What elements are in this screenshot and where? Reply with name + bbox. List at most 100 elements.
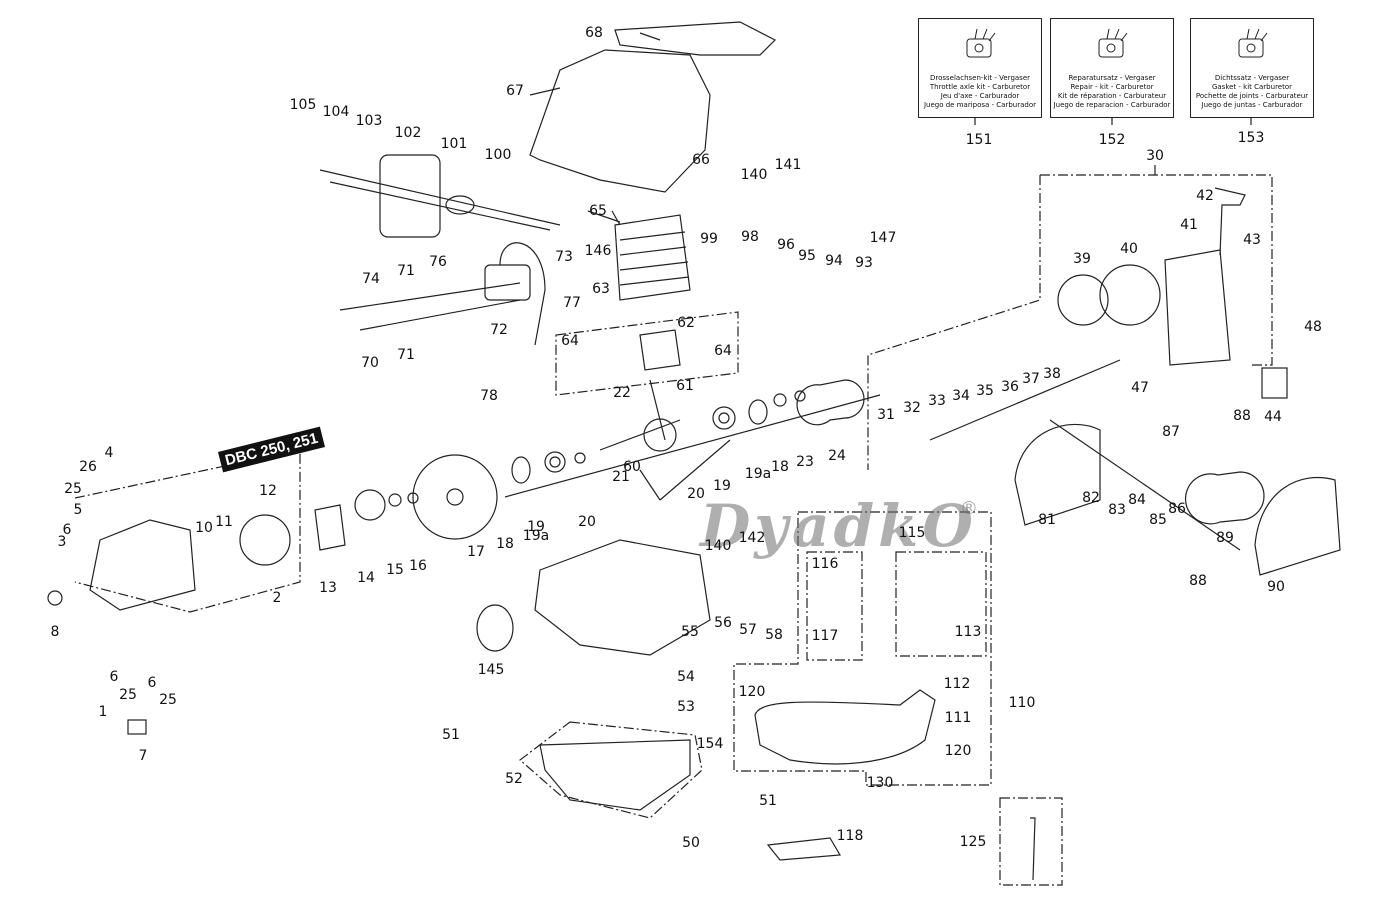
part-number-label[interactable]: 15 bbox=[386, 562, 404, 578]
part-number-label[interactable]: 43 bbox=[1243, 232, 1261, 248]
part-number-label[interactable]: 72 bbox=[490, 322, 508, 338]
part-number-label[interactable]: 103 bbox=[355, 113, 383, 129]
part-number-label[interactable]: 18 bbox=[771, 459, 789, 475]
part-number-label[interactable]: 73 bbox=[555, 249, 573, 265]
part-number-label[interactable]: 84 bbox=[1128, 492, 1146, 508]
part-number-label[interactable]: 85 bbox=[1149, 512, 1167, 528]
part-number-label[interactable]: 41 bbox=[1180, 217, 1198, 233]
part-number-label[interactable]: 83 bbox=[1108, 502, 1126, 518]
part-number-label[interactable]: 35 bbox=[976, 383, 994, 399]
part-number-label[interactable]: 117 bbox=[811, 628, 839, 644]
part-number-label[interactable]: 36 bbox=[1001, 379, 1019, 395]
part-number-label[interactable]: 20 bbox=[687, 486, 705, 502]
part-number-label[interactable]: 2 bbox=[272, 590, 282, 606]
part-number-label[interactable]: 14 bbox=[357, 570, 375, 586]
part-number-label[interactable]: 102 bbox=[394, 125, 422, 141]
part-number-label[interactable]: 66 bbox=[692, 152, 710, 168]
part-number-label[interactable]: 58 bbox=[765, 627, 783, 643]
part-number-label[interactable]: 13 bbox=[319, 580, 337, 596]
part-number-label[interactable]: 105 bbox=[289, 97, 317, 113]
kit-card-151[interactable]: Drosselachsen-kit - Vergaser Throttle ax… bbox=[918, 18, 1042, 118]
part-number-label[interactable]: 152 bbox=[1098, 132, 1126, 148]
part-number-label[interactable]: 98 bbox=[741, 229, 759, 245]
part-number-label[interactable]: 61 bbox=[676, 378, 694, 394]
part-number-label[interactable]: 96 bbox=[777, 237, 795, 253]
part-number-label[interactable]: 146 bbox=[584, 243, 612, 259]
part-number-label[interactable]: 17 bbox=[467, 544, 485, 560]
part-number-label[interactable]: 20 bbox=[578, 514, 596, 530]
part-number-label[interactable]: 54 bbox=[677, 669, 695, 685]
part-number-label[interactable]: 77 bbox=[563, 295, 581, 311]
part-number-label[interactable]: 11 bbox=[215, 514, 233, 530]
part-number-label[interactable]: 25 bbox=[119, 687, 137, 703]
part-number-label[interactable]: 94 bbox=[825, 253, 843, 269]
part-number-label[interactable]: 67 bbox=[506, 83, 524, 99]
part-number-label[interactable]: 142 bbox=[738, 530, 766, 546]
part-number-label[interactable]: 68 bbox=[585, 25, 603, 41]
part-number-label[interactable]: 100 bbox=[484, 147, 512, 163]
part-number-label[interactable]: 39 bbox=[1073, 251, 1091, 267]
part-number-label[interactable]: 37 bbox=[1022, 371, 1040, 387]
part-number-label[interactable]: 65 bbox=[589, 203, 607, 219]
part-number-label[interactable]: 19 bbox=[713, 478, 731, 494]
part-number-label[interactable]: 93 bbox=[855, 255, 873, 271]
part-number-label[interactable]: 6 bbox=[62, 522, 72, 538]
part-number-label[interactable]: 120 bbox=[944, 743, 972, 759]
part-number-label[interactable]: 56 bbox=[714, 615, 732, 631]
part-number-label[interactable]: 82 bbox=[1082, 490, 1100, 506]
part-number-label[interactable]: 52 bbox=[505, 771, 523, 787]
part-number-label[interactable]: 99 bbox=[700, 231, 718, 247]
part-number-label[interactable]: 76 bbox=[429, 254, 447, 270]
part-number-label[interactable]: 24 bbox=[828, 448, 846, 464]
part-number-label[interactable]: 70 bbox=[361, 355, 379, 371]
part-number-label[interactable]: 19a bbox=[522, 528, 550, 544]
part-number-label[interactable]: 6 bbox=[147, 675, 157, 691]
part-number-label[interactable]: 51 bbox=[442, 727, 460, 743]
part-number-label[interactable]: 8 bbox=[50, 624, 60, 640]
part-number-label[interactable]: 48 bbox=[1304, 319, 1322, 335]
kit-card-153[interactable]: Dichtssatz - Vergaser Gasket - kit Carbu… bbox=[1190, 18, 1314, 118]
part-number-label[interactable]: 113 bbox=[954, 624, 982, 640]
part-number-label[interactable]: 81 bbox=[1038, 512, 1056, 528]
part-number-label[interactable]: 125 bbox=[959, 834, 987, 850]
part-number-label[interactable]: 62 bbox=[677, 315, 695, 331]
part-number-label[interactable]: 88 bbox=[1233, 408, 1251, 424]
part-number-label[interactable]: 89 bbox=[1216, 530, 1234, 546]
part-number-label[interactable]: 90 bbox=[1267, 579, 1285, 595]
part-number-label[interactable]: 101 bbox=[440, 136, 468, 152]
part-number-label[interactable]: 64 bbox=[714, 343, 732, 359]
part-number-label[interactable]: 5 bbox=[73, 502, 83, 518]
part-number-label[interactable]: 33 bbox=[928, 393, 946, 409]
part-number-label[interactable]: 38 bbox=[1043, 366, 1061, 382]
part-number-label[interactable]: 30 bbox=[1146, 148, 1164, 164]
part-number-label[interactable]: 50 bbox=[682, 835, 700, 851]
part-number-label[interactable]: 26 bbox=[79, 459, 97, 475]
part-number-label[interactable]: 34 bbox=[952, 388, 970, 404]
part-number-label[interactable]: 78 bbox=[480, 388, 498, 404]
part-number-label[interactable]: 95 bbox=[798, 248, 816, 264]
part-number-label[interactable]: 140 bbox=[704, 538, 732, 554]
part-number-label[interactable]: 12 bbox=[259, 483, 277, 499]
part-number-label[interactable]: 53 bbox=[677, 699, 695, 715]
part-number-label[interactable]: 63 bbox=[592, 281, 610, 297]
part-number-label[interactable]: 145 bbox=[477, 662, 505, 678]
part-number-label[interactable]: 130 bbox=[866, 775, 894, 791]
part-number-label[interactable]: 118 bbox=[836, 828, 864, 844]
part-number-label[interactable]: 21 bbox=[612, 469, 630, 485]
kit-card-152[interactable]: Reparatursatz - Vergaser Repair - kit - … bbox=[1050, 18, 1174, 118]
part-number-label[interactable]: 147 bbox=[869, 230, 897, 246]
part-number-label[interactable]: 88 bbox=[1189, 573, 1207, 589]
part-number-label[interactable]: 4 bbox=[104, 445, 114, 461]
part-number-label[interactable]: 7 bbox=[138, 748, 148, 764]
part-number-label[interactable]: 19a bbox=[744, 466, 772, 482]
part-number-label[interactable]: 57 bbox=[739, 622, 757, 638]
part-number-label[interactable]: 115 bbox=[898, 525, 926, 541]
part-number-label[interactable]: 44 bbox=[1264, 409, 1282, 425]
part-number-label[interactable]: 18 bbox=[496, 536, 514, 552]
part-number-label[interactable]: 112 bbox=[943, 676, 971, 692]
part-number-label[interactable]: 42 bbox=[1196, 188, 1214, 204]
part-number-label[interactable]: 140 bbox=[740, 167, 768, 183]
part-number-label[interactable]: 51 bbox=[759, 793, 777, 809]
part-number-label[interactable]: 19 bbox=[527, 519, 545, 535]
part-number-label[interactable]: 60 bbox=[623, 459, 641, 475]
